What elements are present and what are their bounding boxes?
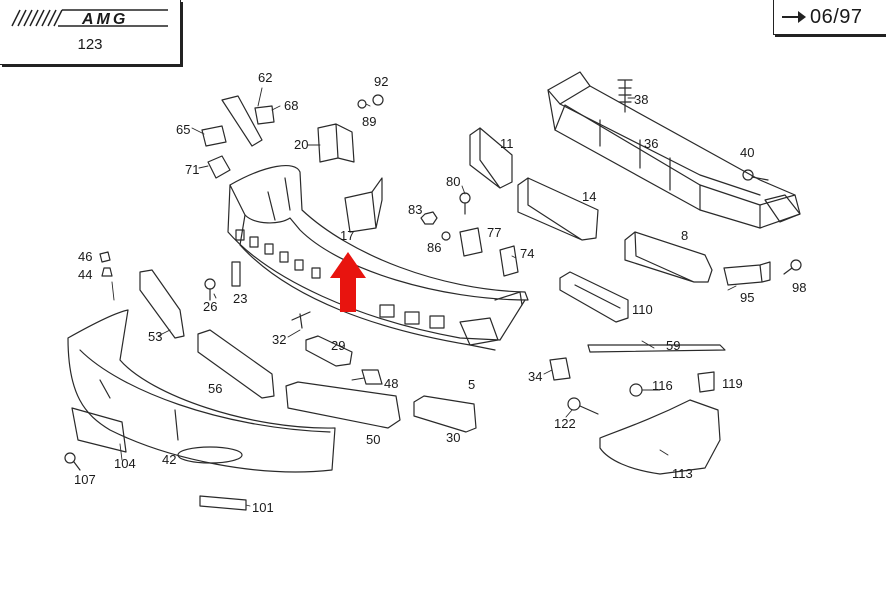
amg-logo-text: AMG (81, 11, 128, 28)
part-101-badge (199, 495, 247, 511)
callout-104: 104 (114, 456, 136, 471)
callout-53: 53 (148, 329, 162, 344)
revision-date: 06/97 (810, 6, 863, 28)
callout-71: 71 (185, 162, 199, 177)
callout-107: 107 (74, 472, 96, 487)
part-65-bracket (201, 125, 227, 147)
callout-119: 119 (722, 376, 743, 391)
callout-80: 80 (446, 174, 460, 189)
part-46-clip (99, 251, 111, 263)
part-23-link (231, 261, 241, 287)
part-5-shell (227, 165, 529, 351)
part-42-bumper (67, 309, 336, 473)
part-89-screw (357, 99, 367, 109)
part-11-absorber (469, 127, 513, 189)
part-92-nut (372, 94, 384, 106)
callout-101: 101 (252, 500, 274, 515)
callout-95: 95 (740, 290, 754, 305)
part-40-screw (742, 169, 769, 181)
callout-labels: 62 68 92 89 65 20 71 11 38 36 40 14 80 83 86 77 17 74 8 46 4… (74, 70, 806, 515)
part-80-screw (459, 192, 471, 215)
part-44-clip (101, 267, 113, 277)
callout-113: 113 (672, 466, 693, 481)
part-98-screw (783, 259, 802, 275)
callout-46: 46 (78, 249, 92, 264)
callout-44: 44 (78, 267, 92, 282)
part-116-grommet (629, 383, 643, 397)
callout-89: 89 (362, 114, 376, 129)
callout-20: 20 (294, 137, 308, 152)
part-30-bracket (413, 395, 477, 433)
callout-8: 8 (681, 228, 688, 243)
direction-arrow-icon (330, 252, 366, 312)
part-48-grille (361, 369, 383, 385)
callout-74: 74 (520, 246, 534, 261)
callout-34: 34 (528, 369, 542, 384)
callout-11: 11 (500, 136, 514, 151)
callout-83: 83 (408, 202, 422, 217)
callout-5: 5 (468, 377, 475, 392)
callout-42: 42 (162, 452, 176, 467)
date-box: 06/97 (773, 0, 886, 35)
callout-98: 98 (792, 280, 806, 295)
callout-26: 26 (203, 299, 217, 314)
part-110-grille (559, 271, 629, 323)
part-59-strip (587, 344, 726, 353)
part-83-nut (420, 211, 438, 225)
part-34-clip (549, 357, 571, 381)
part-8-absorber (624, 231, 713, 283)
part-36-reinforcement (547, 71, 801, 229)
callout-116: 116 (652, 378, 673, 393)
part-77-bracket (459, 227, 483, 257)
part-122-screw (567, 397, 599, 415)
model-box: AMG 123 (0, 0, 181, 65)
callout-68: 68 (284, 98, 298, 113)
part-113-endcap (599, 399, 721, 475)
callout-77: 77 (487, 225, 501, 240)
part-119-clip (697, 371, 715, 393)
part-14-absorber (517, 177, 599, 241)
part-74-bracket (499, 245, 519, 277)
part-53-strip (139, 269, 185, 339)
callout-40: 40 (740, 145, 754, 160)
callout-92: 92 (374, 74, 388, 89)
part-20-bracket (317, 123, 355, 163)
part-68-bracket (254, 105, 275, 125)
callout-59: 59 (666, 338, 680, 353)
callout-32: 32 (272, 332, 286, 347)
part-107-screw (64, 452, 81, 471)
part-71-clip (207, 155, 231, 179)
callout-48: 48 (384, 376, 398, 391)
part-38-clip (617, 79, 633, 113)
callout-29: 29 (331, 338, 345, 353)
part-32-clip (291, 311, 311, 329)
callout-38: 38 (634, 92, 648, 107)
part-56-strip (197, 329, 275, 399)
callout-14: 14 (582, 189, 596, 204)
amg-logo: AMG (10, 8, 170, 28)
callout-56: 56 (208, 381, 222, 396)
part-95-bracket (723, 261, 771, 286)
callout-86: 86 (427, 240, 441, 255)
part-62-trim (221, 95, 263, 147)
part-26-screw (204, 278, 216, 301)
callout-17: 17 (340, 228, 354, 243)
part-29-insert (305, 335, 353, 367)
part-50-strip (285, 381, 401, 429)
callout-30: 30 (446, 430, 460, 445)
callout-23: 23 (233, 291, 247, 306)
model-number: 123 (77, 36, 103, 53)
callout-122: 122 (554, 416, 576, 431)
callout-110: 110 (632, 302, 653, 317)
arrow-right-icon (782, 11, 806, 23)
callout-65: 65 (176, 122, 190, 137)
callout-62: 62 (258, 70, 272, 85)
callout-50: 50 (366, 432, 380, 447)
part-17-bracket (344, 177, 383, 233)
callout-36: 36 (644, 136, 658, 151)
part-86-washer (441, 231, 451, 241)
part-104-plate (71, 407, 127, 453)
